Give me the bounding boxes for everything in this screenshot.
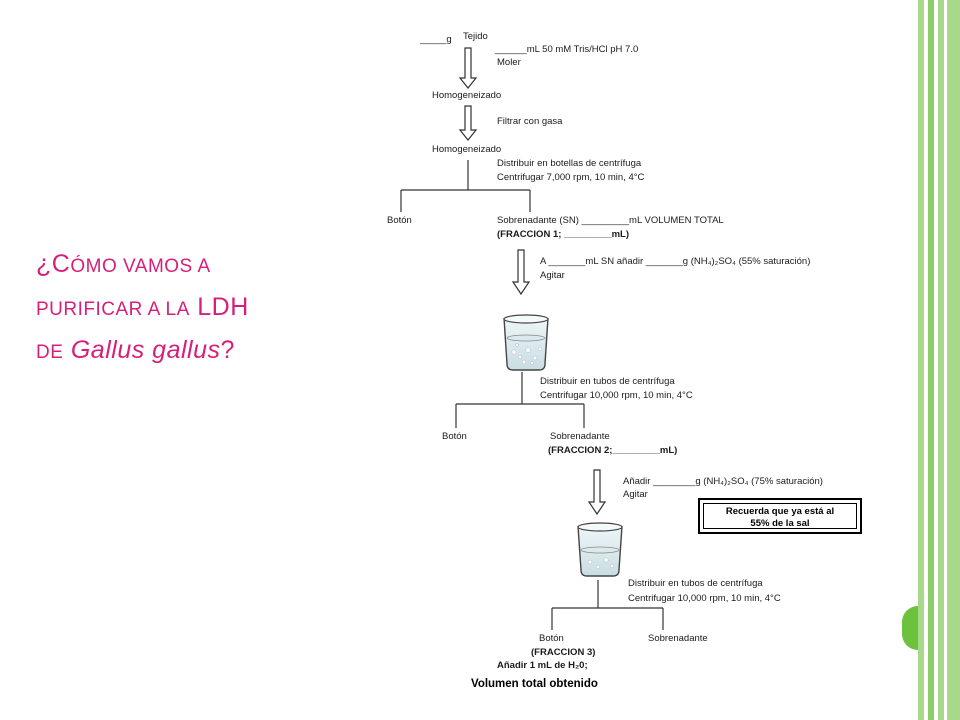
title-line1: ómo vamos a	[70, 256, 211, 277]
label-boton-3: Botón	[539, 633, 564, 644]
arrow-down-2	[458, 105, 478, 141]
beaker-icon-1	[503, 314, 549, 371]
arrow-down-1	[458, 47, 478, 89]
title-ldh: LDH	[197, 293, 249, 321]
label-sobrenadante-1: Sobrenadante (SN) _________mL VOLUMEN TO…	[497, 215, 724, 226]
label-sobrenadante-3: Sobrenadante	[648, 633, 708, 644]
right-border-gap	[924, 0, 928, 720]
purification-flowchart: _____g Tejido ______mL 50 mM Tris/HCl pH…	[387, 31, 862, 690]
title-initial: C	[51, 250, 71, 278]
label-filtrar: Filtrar con gasa	[497, 116, 563, 127]
label-distribuir-1: Distribuir en botellas de centrífuga	[497, 158, 642, 169]
reminder-line-2: 55% de la sal	[750, 518, 810, 529]
flowchart-lines	[400, 47, 664, 630]
beaker-icon-2	[577, 522, 623, 577]
title-de: de	[36, 342, 64, 363]
label-fraccion-2: (FRACCION 2;_________mL)	[548, 445, 678, 456]
label-tejido: Tejido	[463, 31, 488, 42]
label-anadir-h2o: Añadir 1 mL de H₂0;	[497, 660, 588, 671]
label-anadir-1: A _______mL SN añadir _______g (NH₄)₂SO₄…	[540, 256, 811, 267]
arrow-down-3	[511, 249, 531, 296]
label-distribuir-2: Distribuir en tubos de centrífuga	[540, 376, 675, 387]
title-species: Gallus gallus	[70, 336, 221, 364]
label-boton-2: Botón	[442, 431, 467, 442]
label-fraccion-1: (FRACCION 1; _________mL)	[497, 229, 629, 240]
reminder-line-1: Recuerda que ya está al	[725, 506, 835, 517]
label-volumen-total: Volumen total obtenido	[471, 678, 598, 690]
right-border-stripe	[928, 0, 934, 720]
label-distribuir-3: Distribuir en tubos de centrífuga	[628, 578, 763, 589]
tejido-blank: _____g	[420, 34, 452, 45]
right-border-gap	[944, 0, 947, 720]
label-sobrenadante-2: Sobrenadante	[550, 431, 610, 442]
reminder-note-box: Recuerda que ya está al 55% de la sal	[698, 498, 862, 534]
label-tris: ______mL 50 mM Tris/HCl pH 7.0	[495, 44, 639, 55]
label-centrifugar-3: Centrifugar 10,000 rpm, 10 min, 4°C	[628, 593, 781, 604]
right-border-gap	[934, 0, 938, 720]
title-question-close: ?	[220, 336, 235, 364]
label-centrifugar-2: Centrifugar 10,000 rpm, 10 min, 4°C	[540, 390, 693, 401]
title-line2: purificar a la	[36, 299, 190, 320]
label-homogeneizado-1: Homogeneizado	[432, 90, 502, 101]
arrow-down-4	[587, 469, 607, 516]
label-anadir-2: Añadir ________g (NH₄)₂SO₄ (75% saturaci…	[623, 476, 823, 487]
reminder-note: Recuerda que ya está al 55% de la sal	[703, 503, 857, 529]
label-agitar-2: Agitar	[623, 489, 648, 500]
label-moler: Moler	[497, 57, 521, 68]
label-agitar-1: Agitar	[540, 270, 565, 281]
title-question-open: ¿	[36, 250, 52, 278]
slide-tab-marker	[902, 606, 918, 650]
label-fraccion-3: (FRACCION 3)	[531, 647, 596, 658]
label-centrifugar-1: Centrifugar 7,000 rpm, 10 min, 4°C	[497, 172, 645, 183]
label-homogeneizado-2: Homogeneizado	[432, 144, 502, 155]
slide-title: ¿Cómo vamos a purificar a la LDH de Gall…	[36, 244, 376, 373]
label-boton-1: Botón	[387, 215, 412, 226]
